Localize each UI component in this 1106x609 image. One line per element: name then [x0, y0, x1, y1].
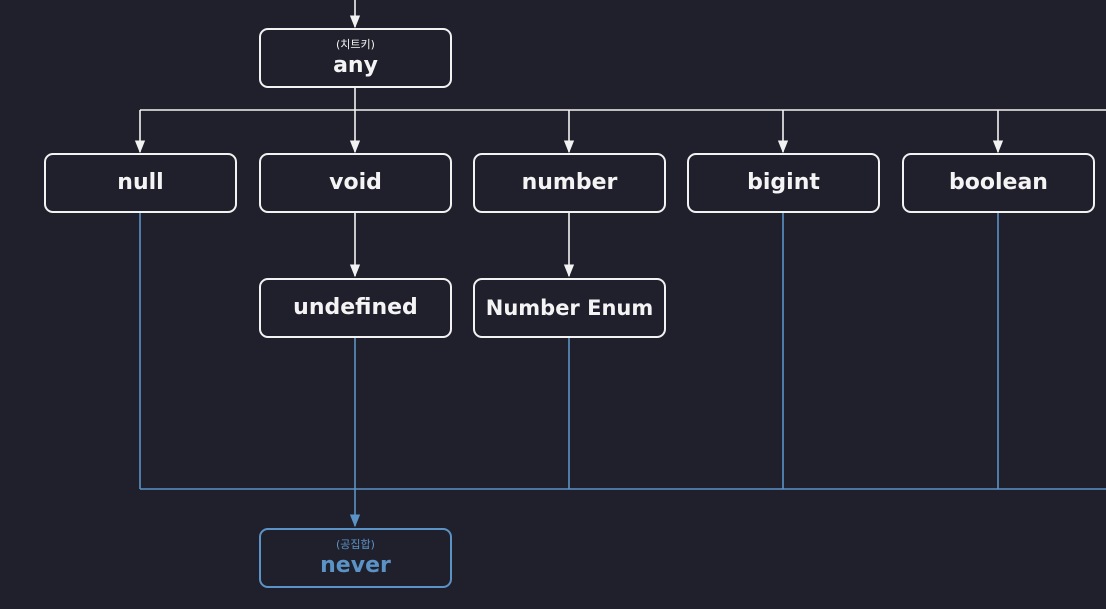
node-any-note: (치트키): [336, 37, 375, 51]
node-boolean-label: boolean: [949, 170, 1048, 195]
node-void-label: void: [329, 170, 382, 195]
node-any-label: any: [333, 52, 378, 78]
node-never: (공집합) never: [259, 528, 452, 588]
node-never-label: never: [320, 552, 391, 578]
node-number: number: [473, 153, 666, 213]
node-undefined-label: undefined: [293, 295, 418, 320]
node-bigint: bigint: [687, 153, 880, 213]
node-number-label: number: [521, 170, 618, 195]
node-number-enum: Number Enum: [473, 278, 666, 338]
node-boolean: boolean: [902, 153, 1095, 213]
node-number-enum-label: Number Enum: [485, 296, 654, 320]
node-void: void: [259, 153, 452, 213]
node-null: null: [44, 153, 237, 213]
node-any: (치트키) any: [259, 28, 452, 88]
node-undefined: undefined: [259, 278, 452, 338]
node-never-note: (공집합): [336, 537, 375, 551]
node-bigint-label: bigint: [747, 170, 820, 195]
node-null-label: null: [117, 170, 164, 195]
